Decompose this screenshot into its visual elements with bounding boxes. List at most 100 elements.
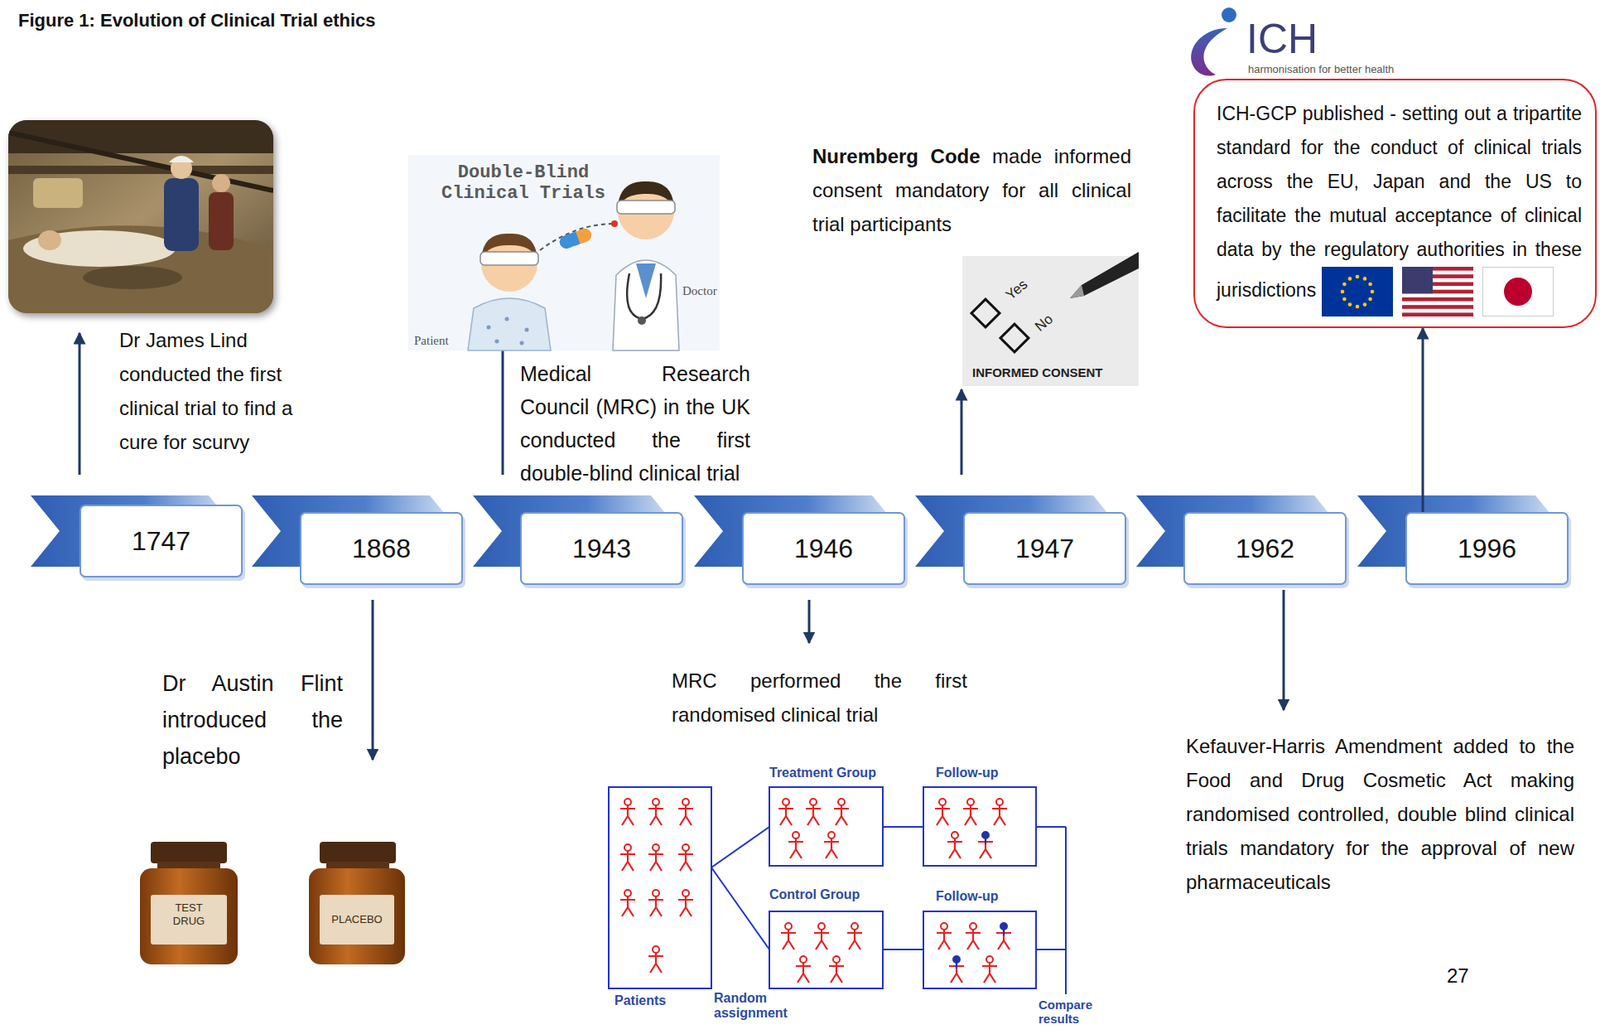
lind-painting [163,178,199,251]
flags [1362,276,1367,281]
stick-figures [648,843,664,871]
medicine-bottles [150,894,227,945]
logo-tagline: harmonisation for better health [1248,62,1394,77]
year-box: 1946 [742,511,906,585]
leader-arrows [1282,589,1286,710]
year-box: 1943 [520,511,684,585]
lind-painting [8,120,274,314]
random-assignment-diagram [608,786,712,988]
informed-consent-illustration [962,251,1139,386]
stick-figures [965,922,981,950]
lind-painting [23,230,176,267]
stick-figures [648,889,664,916]
leader-arrows [808,599,811,643]
random-assignment-diagram [711,826,1066,994]
double-blind-illustration [480,251,539,266]
stick-figures [788,831,804,858]
stick-figures [620,843,636,871]
year-box: 1947 [963,511,1127,585]
informed-consent-illustration [1069,284,1085,299]
medicine-bottles [319,841,396,863]
informed-consent-illustration [1000,323,1029,352]
stick-figures [828,955,844,983]
random-assignment-diagram [608,786,1066,994]
double-blind-illustration [486,325,492,330]
group-label: Control Group [769,886,860,902]
stick-figures [949,955,964,983]
ich-logo-icon [1221,7,1237,23]
year-label: 1747 [131,525,191,557]
year-box: 1868 [299,511,463,585]
stick-figures [934,798,950,825]
group-label: Follow-up [935,765,999,781]
double-blind-illustration [467,298,551,351]
callout-paragraph: ICH-GCP published - setting out a tripar… [1216,96,1582,317]
stick-figures [824,831,839,858]
double-blind-illustration [612,260,680,351]
medicine-bottles [319,894,395,945]
flags [1368,282,1373,287]
image-heading: Double-Blind Clinical Trials [436,162,611,205]
year-label: 1947 [1015,533,1075,564]
year-label: 1946 [794,533,854,564]
group-label: Treatment Group [769,765,877,781]
flags [1342,297,1347,302]
flags [1402,308,1474,314]
stick-figures [648,945,664,973]
group-label: Patients [614,992,666,1008]
year-label: 1962 [1235,533,1295,564]
page-number: 27 [1446,963,1470,988]
stick-figures [678,889,694,916]
lind-painting [8,165,274,174]
informed-consent-illustration [971,298,1000,328]
double-blind-illustration [569,231,581,246]
flags [1503,277,1533,306]
callout-box: ICH-GCP published - setting out a tripar… [1193,78,1597,328]
flags [1354,274,1360,280]
flags [1482,267,1553,317]
stick-figures [778,798,794,825]
figure-caption: Patient [414,333,449,348]
figure-caption: Doctor [682,284,718,299]
random-assignment-diagram [769,910,883,988]
step-label: Random assignment [713,990,801,1022]
flags [1402,293,1474,298]
double-blind-illustration [520,341,525,346]
lind-painting [8,120,274,314]
figure-title: Figure 1: Evolution of Clinical Trial et… [18,9,376,32]
flags [1354,304,1360,309]
flags [1362,302,1367,307]
group-label: Follow-up [935,888,999,904]
lind-painting [33,178,83,208]
ich-logo-icon [1190,7,1237,77]
flags [1368,297,1373,302]
stick-figures [978,831,993,858]
stick-figures [795,955,811,983]
flags [1402,266,1474,317]
lind-painting [212,173,231,193]
double-blind-illustration [505,317,510,322]
stick-figures [982,955,998,983]
flags [1321,266,1554,317]
event-description: MRC performed the first randomised clini… [671,663,968,732]
code-name: Nuremberg Code [812,144,981,168]
stick-figures [620,798,1012,983]
leader-arrows [78,332,82,475]
random-assignment-diagram [769,786,883,866]
medicine-bottles [150,841,227,863]
connector-arrow [1421,327,1425,512]
year-label: 1868 [351,533,411,564]
stick-figures [780,922,796,950]
flags [1347,276,1352,281]
medicine-bottles [139,867,238,964]
stick-figures [678,798,694,825]
flags [1402,301,1474,306]
year-box: 1962 [1183,511,1347,585]
lind-painting [8,120,274,314]
lind-painting [208,192,234,251]
leader-arrows [371,599,375,760]
bottle-label: PLACEBO [323,912,391,926]
step-label: Compare results [1038,997,1114,1026]
stick-figures [678,843,694,871]
stick-figures [620,798,636,825]
